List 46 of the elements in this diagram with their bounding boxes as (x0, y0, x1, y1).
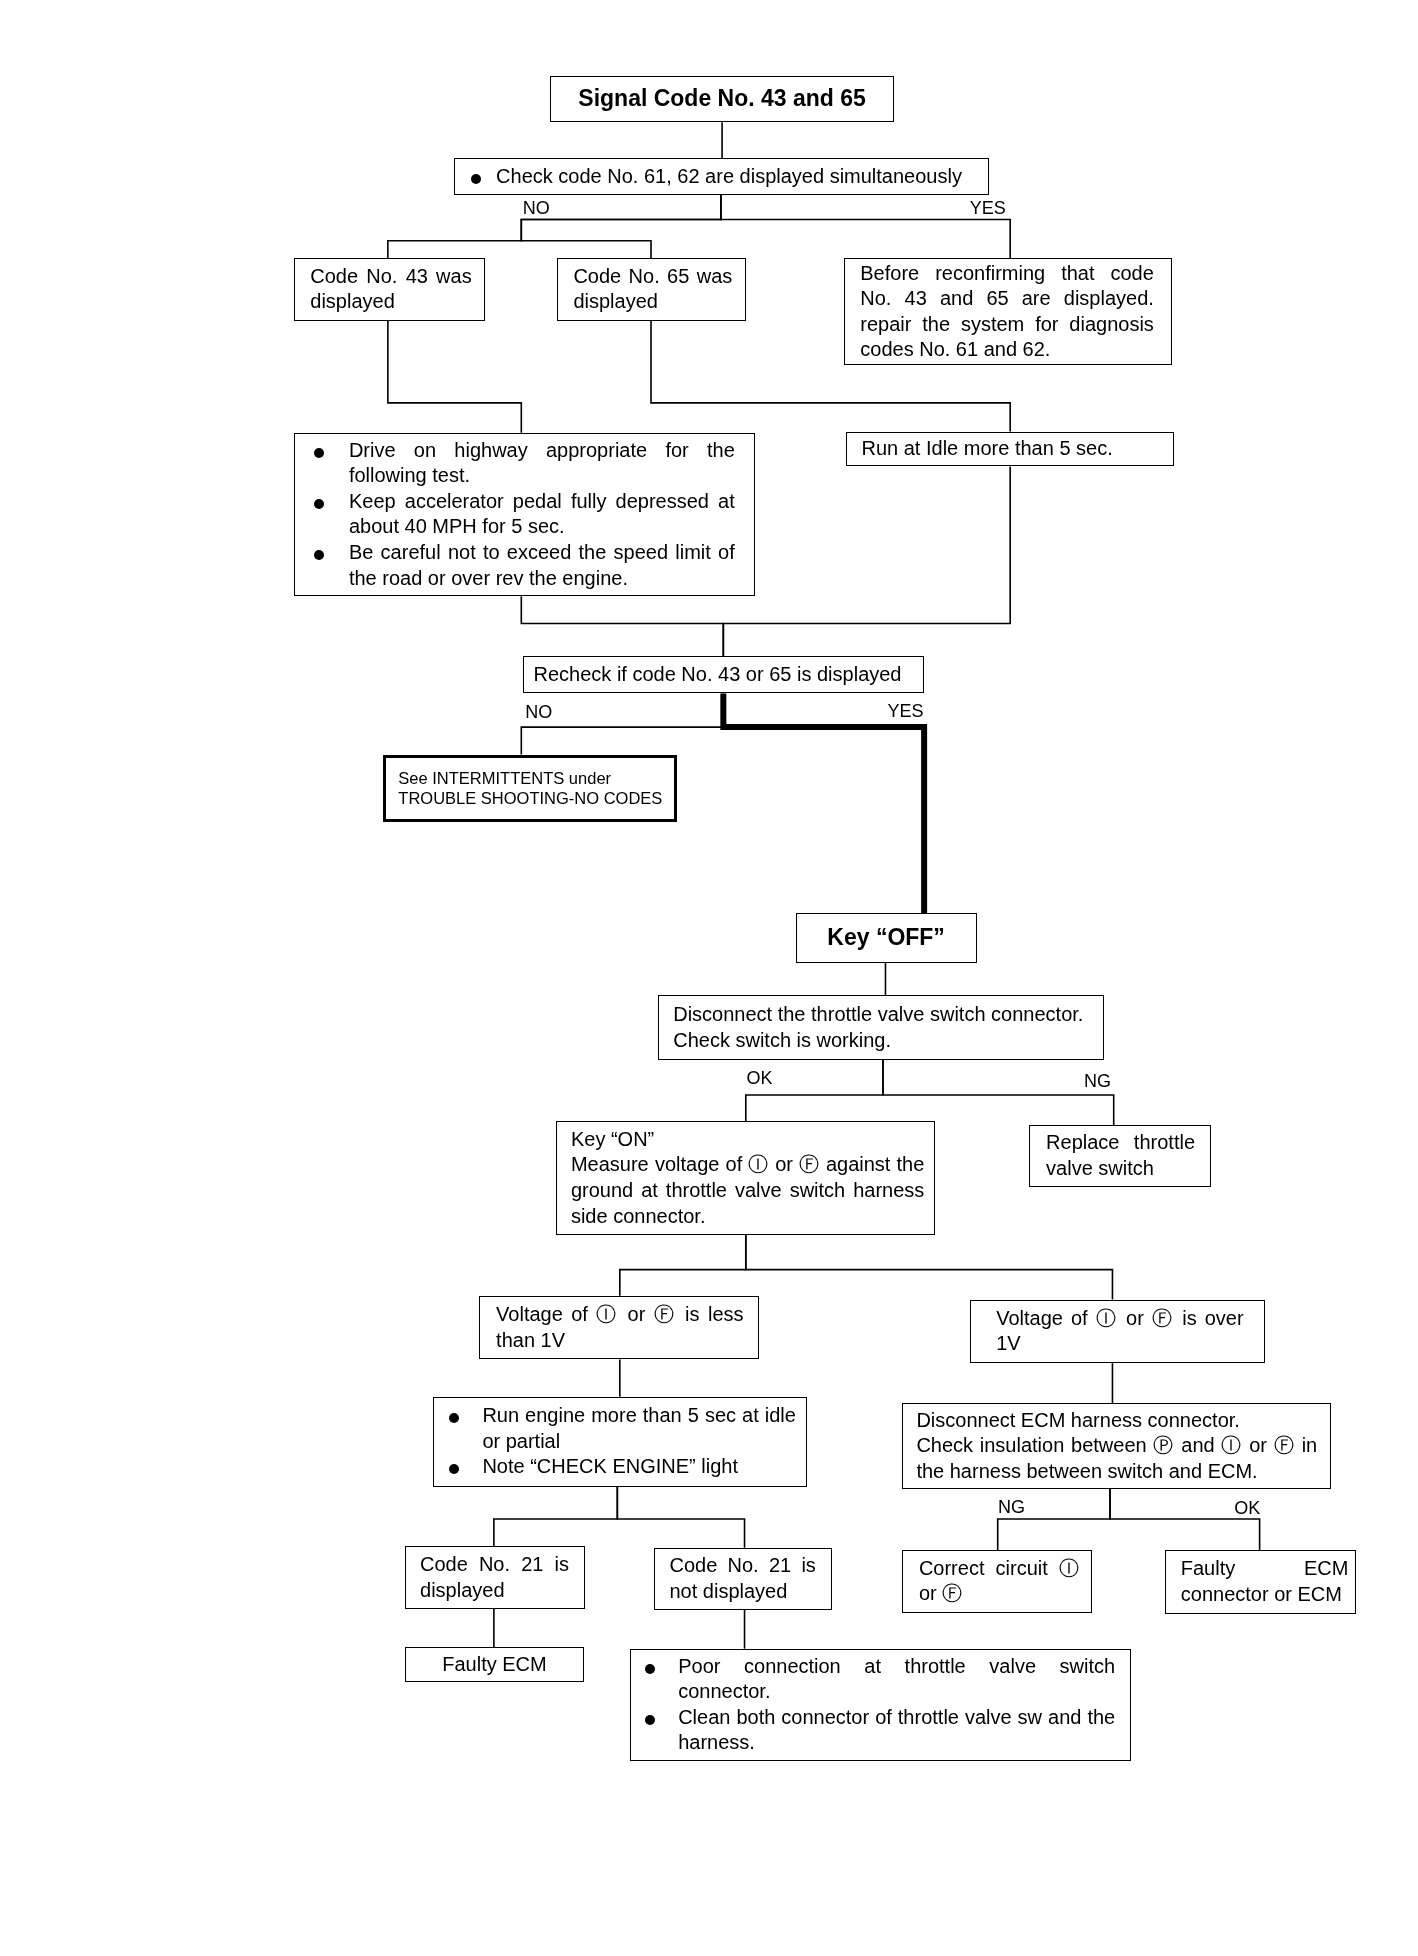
list-item: Clean both connector of throttle valve sw and the harness. (678, 1704, 1116, 1756)
list-item: Poor connection at throttle valve switch connector. (678, 1653, 1116, 1705)
connector-line (884, 962, 887, 996)
process-box: Signal Code No. 43 and 65 (550, 76, 895, 123)
list-item: Note “CHECK ENGINE” light (482, 1454, 739, 1480)
connector-line (616, 1485, 746, 1549)
process-box: Voltage of Ⓘ or Ⓕ is less than 1V (478, 1295, 760, 1360)
process-box (294, 432, 755, 597)
connector-line (743, 1609, 746, 1650)
process-box: Code No. 21 is displayed (405, 1546, 585, 1609)
connector-line (720, 693, 928, 913)
connector-line (722, 465, 1011, 657)
list-item: Run engine more than 5 sec at idle or partial (482, 1403, 796, 1454)
list-item: Drive on highway appropriate for the following test. (348, 437, 735, 489)
process-box: Before reconfirming that code No. 43 and 65 are displayed. repair the system for diagnosis codes No. 61 and 62. (844, 258, 1173, 366)
process-box: Correct circuit Ⓘ or Ⓕ (901, 1550, 1093, 1613)
connector-line (745, 1233, 1114, 1301)
process-box (453, 158, 989, 195)
process-box: Code No. 43 was displayed (294, 258, 486, 321)
connector-line (619, 1358, 621, 1398)
connector-line (720, 193, 1011, 259)
process-box: Key “ON” Measure voltage of Ⓘ or Ⓕ against the ground at throttle valve switch harness side connector. (556, 1121, 936, 1235)
connector-line (650, 319, 1011, 433)
process-box: Voltage of Ⓘ or Ⓕ is over 1V (970, 1299, 1265, 1364)
connector-line (721, 121, 723, 160)
connector-line (1109, 1488, 1261, 1551)
list-item: Check code No. 61, 62 are displayed simultaneously (496, 163, 963, 189)
connector-line (1111, 1362, 1114, 1404)
process-box: Code No. 65 was displayed (557, 258, 746, 321)
process-box: Run at Idle more than 5 sec. (845, 431, 1174, 467)
process-box: See INTERMITTENTS under TROUBLE SHOOTING-NO CODES (382, 754, 678, 822)
process-box: Code No. 21 is not displayed (653, 1547, 832, 1611)
connector-line (387, 319, 523, 434)
list-item: Keep accelerator pedal fully depressed at about 40 MPH for 5 sec. (348, 488, 735, 540)
connector-line (493, 1608, 495, 1649)
connector-line (882, 1059, 1115, 1126)
process-box: Key “OFF” (795, 912, 977, 963)
process-box: Disconnect the throttle valve switch connector. Check switch is working. (658, 995, 1104, 1061)
process-box: Faulty ECM (405, 1647, 584, 1683)
process-box: Recheck if code No. 43 or 65 is displayed (522, 656, 925, 694)
list-item: Be careful not to exceed the speed limit of the road or over rev the engine. (348, 540, 735, 591)
process-box: Disconnect ECM harness connector. Check insulation between Ⓟ and Ⓘ or Ⓕ in the harness between switch and ECM. (901, 1403, 1331, 1490)
process-box (629, 1648, 1132, 1761)
process-box (432, 1396, 807, 1487)
process-box: Replace throttle valve switch (1028, 1124, 1211, 1188)
process-box: Faulty ECM connector or ECM (1164, 1550, 1356, 1614)
